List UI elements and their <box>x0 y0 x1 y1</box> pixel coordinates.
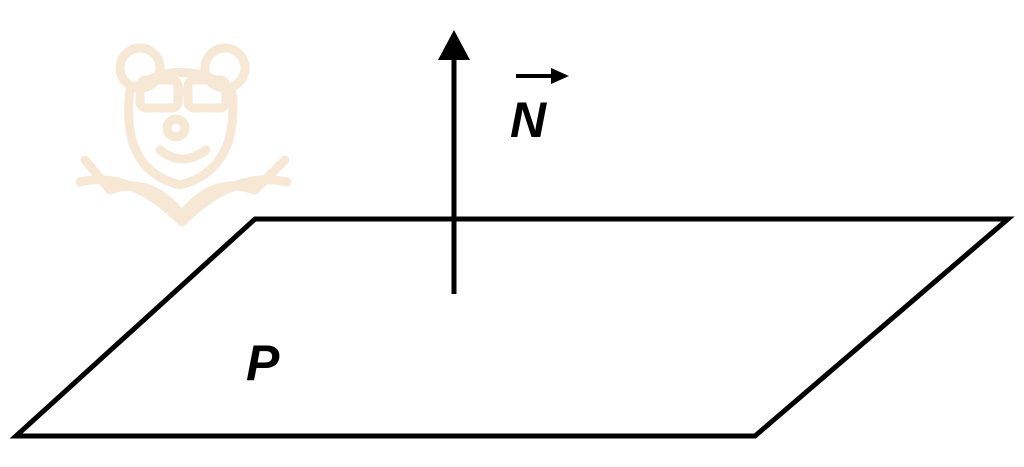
vector-label-arrowhead <box>551 68 569 84</box>
normal-vector-arrowhead <box>438 30 470 60</box>
plane-label: P <box>246 335 280 391</box>
plane-p <box>9 216 1015 439</box>
vector-label: N <box>510 92 547 148</box>
watermark-logo-icon <box>75 43 292 227</box>
